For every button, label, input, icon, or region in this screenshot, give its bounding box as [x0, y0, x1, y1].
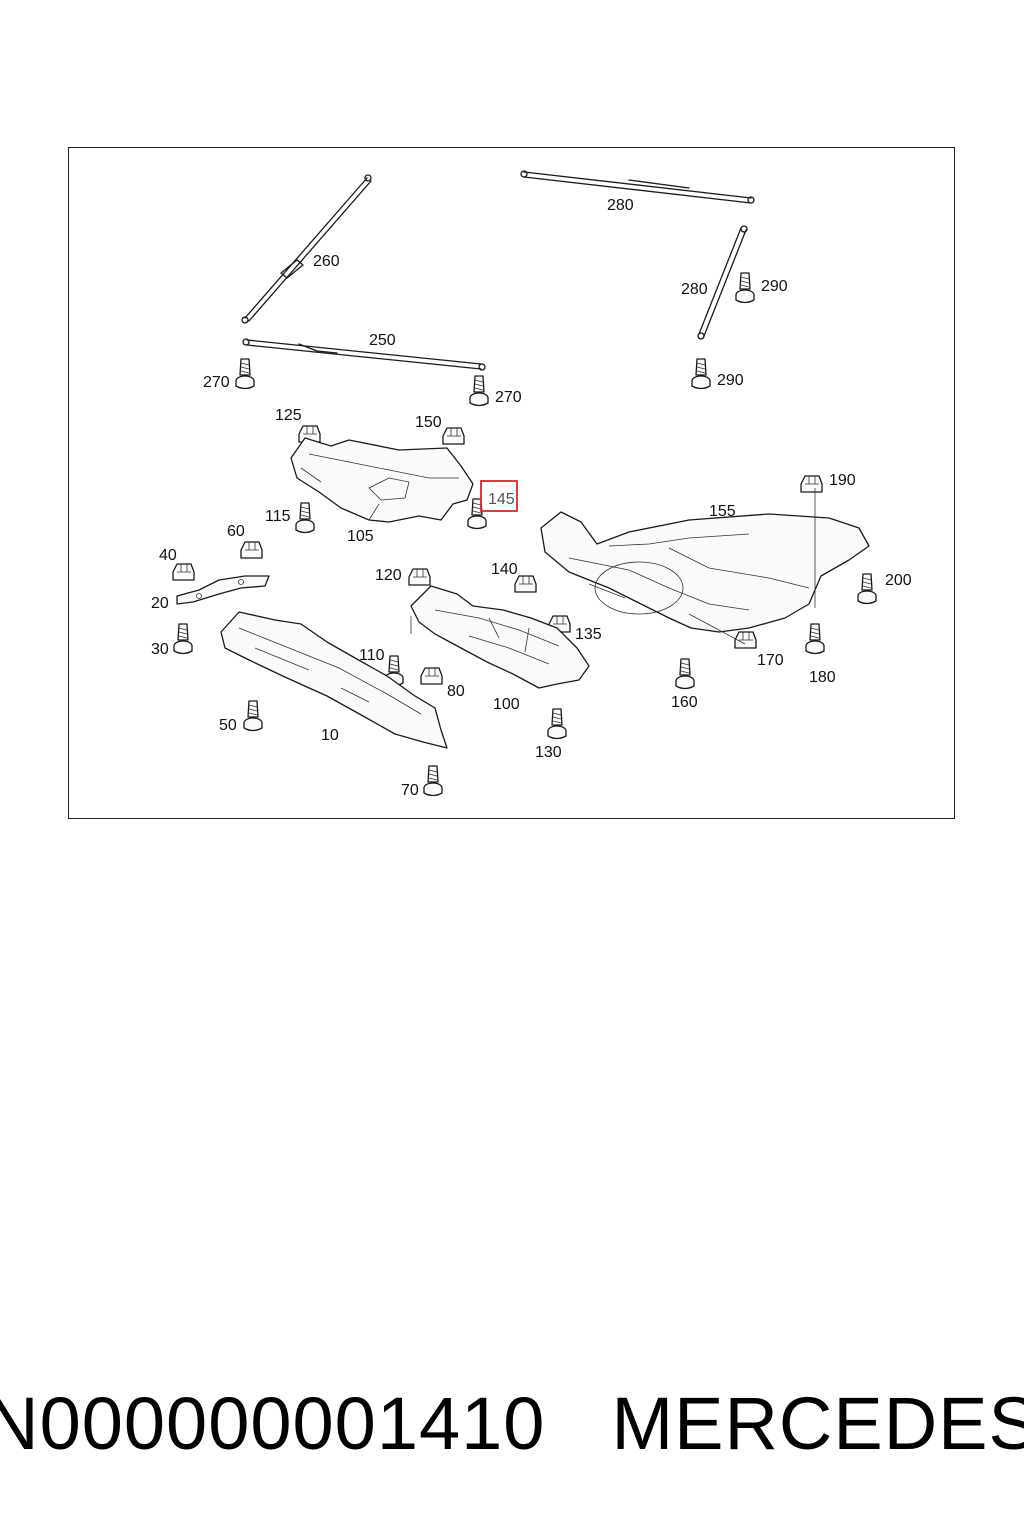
highlight-box-145	[480, 480, 518, 512]
clip-80	[420, 667, 443, 685]
callout-155: 155	[709, 503, 736, 520]
callout-80: 80	[447, 683, 465, 700]
callout-60: 60	[227, 523, 245, 540]
callout-180: 180	[809, 669, 836, 686]
strut-280-right	[697, 225, 748, 340]
clip-190	[800, 475, 823, 493]
callout-10: 10	[321, 727, 339, 744]
callout-20: 20	[151, 595, 169, 612]
callout-280-right: 280	[681, 281, 708, 298]
callout-100: 100	[493, 696, 520, 713]
brand-name: MERCEDES	[611, 1381, 1024, 1465]
parts-diagram: 260 280 280 290 290 250 270 270 125 150 …	[151, 170, 912, 799]
footer-caption: N000000001410 MERCEDES	[0, 1378, 1024, 1468]
bolt-200	[857, 573, 877, 605]
callout-150: 150	[415, 414, 442, 431]
bolt-270-left	[235, 358, 255, 390]
bolt-30	[173, 623, 193, 655]
callout-260: 260	[313, 253, 340, 270]
clip-120	[408, 568, 431, 586]
panel-105	[290, 437, 474, 523]
callout-190: 190	[829, 472, 856, 489]
bolt-70	[423, 765, 443, 797]
callout-105: 105	[347, 528, 374, 545]
callout-290-upper: 290	[761, 278, 788, 295]
leader-170	[688, 613, 746, 645]
callout-280-top: 280	[607, 197, 634, 214]
bolt-115	[295, 502, 315, 534]
callout-250: 250	[369, 332, 396, 349]
callout-290-lower: 290	[717, 372, 744, 389]
bolt-290-lower	[691, 358, 711, 390]
clip-40	[172, 563, 195, 581]
bolt-270-right	[469, 375, 489, 407]
callout-30: 30	[151, 641, 169, 658]
diagram-frame: 260 280 280 290 290 250 270 270 125 150 …	[68, 147, 955, 819]
callout-145: 145	[488, 491, 515, 508]
callout-115: 115	[265, 508, 291, 525]
panel-155	[540, 488, 870, 633]
callout-170: 170	[757, 652, 784, 669]
callout-125: 125	[275, 407, 302, 424]
callout-120: 120	[375, 567, 402, 584]
callout-70: 70	[401, 782, 419, 799]
bracket-20	[176, 575, 270, 605]
strut-250	[242, 338, 486, 371]
bolt-50	[243, 700, 263, 732]
clip-150	[442, 427, 465, 445]
panel-10	[220, 611, 448, 749]
part-number: N000000001410	[0, 1381, 546, 1465]
callout-130: 130	[535, 744, 562, 761]
bolt-160	[675, 658, 695, 690]
callout-40: 40	[159, 547, 177, 564]
strut-280-top	[520, 170, 755, 204]
strut-260	[241, 174, 372, 324]
clip-60	[240, 541, 263, 559]
callout-270-left: 270	[203, 374, 230, 391]
callout-135: 135	[575, 626, 602, 643]
callout-110: 110	[359, 647, 385, 664]
bolt-290-upper	[735, 272, 755, 304]
callout-270-right: 270	[495, 389, 522, 406]
callout-160: 160	[671, 694, 698, 711]
callout-200: 200	[885, 572, 912, 589]
callout-140: 140	[491, 561, 518, 578]
callout-50: 50	[219, 717, 237, 734]
bolt-180	[805, 623, 825, 655]
bolt-145	[467, 498, 487, 530]
panel-100	[410, 585, 590, 689]
bolt-130	[547, 708, 567, 740]
clip-140	[514, 575, 537, 593]
